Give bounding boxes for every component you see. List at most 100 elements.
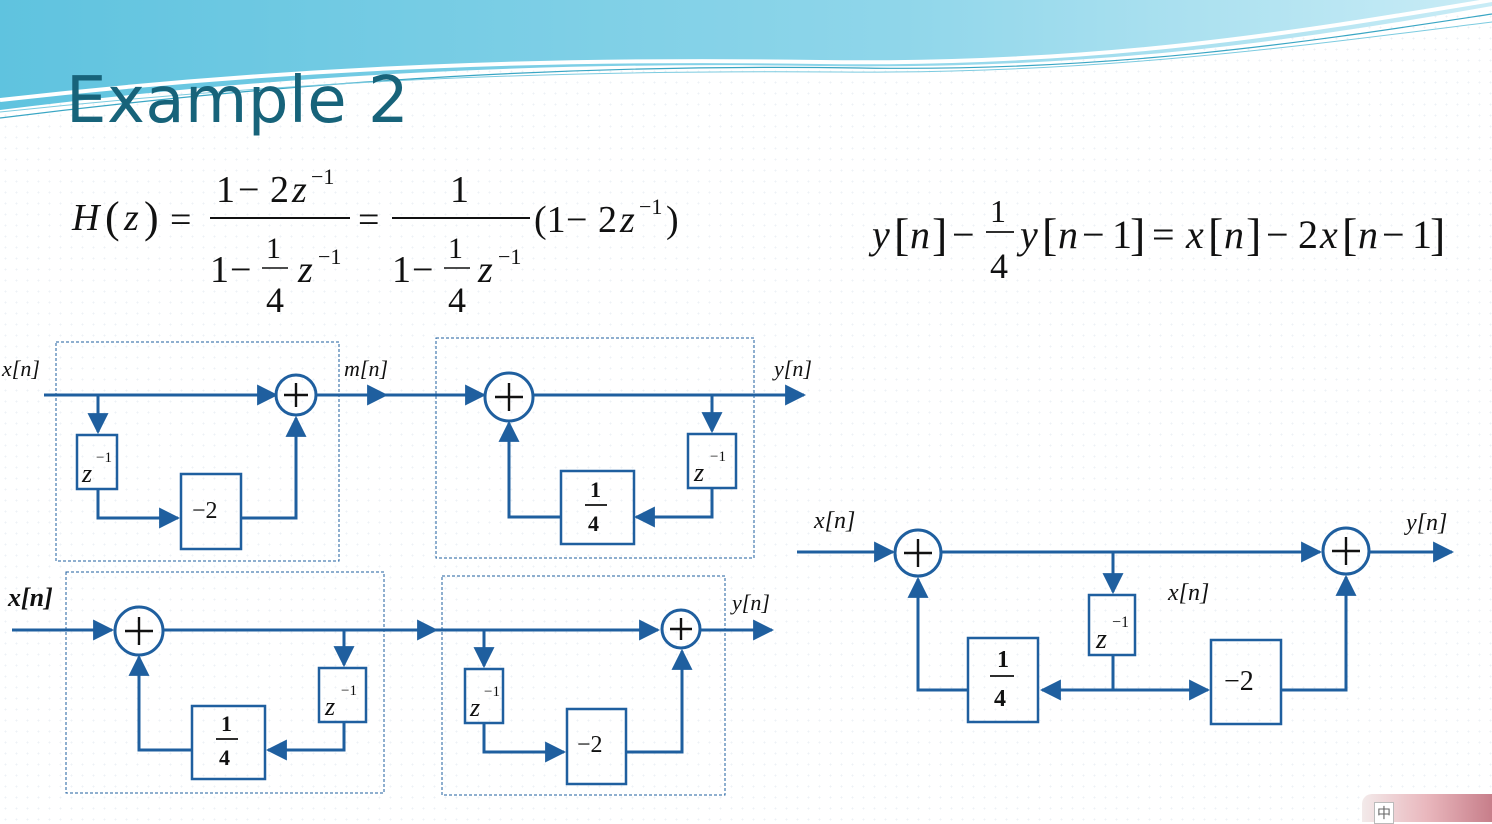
svg-text:−1: −1 xyxy=(318,244,341,269)
gain-label-minus2: −2 xyxy=(1224,666,1254,697)
svg-text:n: n xyxy=(1358,212,1378,257)
svg-text:[: [ xyxy=(1208,209,1223,260)
equations-layer: H ( z ) = 1−2 z−1 1− 1 4 z−1 = 1 1− 1 4 … xyxy=(71,164,1445,320)
svg-text:−1: −1 xyxy=(311,164,334,189)
delay-label: z xyxy=(1095,624,1107,655)
svg-text:−1: −1 xyxy=(639,194,662,219)
svg-text:n: n xyxy=(1058,212,1078,257)
svg-text:1: 1 xyxy=(450,169,469,211)
svg-text:1: 1 xyxy=(1112,212,1132,257)
svg-text:x: x xyxy=(1185,212,1204,257)
gain-label-num: 1 xyxy=(221,711,232,736)
signal-label-x-mid: x[n] xyxy=(1167,580,1209,606)
signal-label-y: y[n] xyxy=(730,590,770,615)
adder-node xyxy=(274,373,318,417)
svg-text:(: ( xyxy=(105,193,120,242)
svg-text:4: 4 xyxy=(448,280,466,320)
svg-text:]: ] xyxy=(1430,209,1445,260)
wave-banner xyxy=(0,0,1492,119)
adder-node xyxy=(1321,526,1371,576)
gain-label-minus2: −2 xyxy=(577,732,603,758)
slide-title: Example 2 xyxy=(66,64,410,138)
svg-text:z: z xyxy=(123,197,139,239)
svg-text:−: − xyxy=(1266,212,1289,257)
signal-label-y: y[n] xyxy=(1404,510,1447,536)
svg-text:−: − xyxy=(1082,212,1105,257)
gain-label-num: 1 xyxy=(590,477,601,502)
svg-text:[: [ xyxy=(1342,209,1357,260)
adder-node xyxy=(660,608,702,650)
delay-exponent: −1 xyxy=(484,684,500,700)
gain-block-minus2 xyxy=(179,472,243,551)
svg-text:−: − xyxy=(1382,212,1405,257)
svg-text:4: 4 xyxy=(990,246,1008,286)
svg-text:1: 1 xyxy=(210,249,229,291)
svg-text:]: ] xyxy=(932,209,947,260)
svg-text:): ) xyxy=(144,193,159,242)
signal-label-x: x[n] xyxy=(1,356,40,381)
svg-text:−: − xyxy=(230,249,251,291)
svg-text:=: = xyxy=(358,199,379,241)
svg-text:z: z xyxy=(291,169,307,211)
svg-text:y: y xyxy=(1016,212,1038,257)
svg-text:2: 2 xyxy=(598,199,617,241)
delay-exponent: −1 xyxy=(341,683,357,699)
adder-plus-signs xyxy=(125,383,1360,645)
difference-equation: y [n] − 1 4 y [n −1] = x [n] −2 x [n −1] xyxy=(868,193,1445,286)
adder-node xyxy=(893,528,943,578)
signal-label-m: m[n] xyxy=(344,356,388,381)
svg-text:4: 4 xyxy=(266,280,284,320)
gain-label-minus2: −2 xyxy=(192,498,218,524)
ime-widget[interactable]: 中 xyxy=(1362,794,1492,824)
gain-block-quarter xyxy=(190,704,267,781)
svg-text:1: 1 xyxy=(266,232,281,265)
diagram-direct-form-1 xyxy=(44,337,807,562)
svg-text:x: x xyxy=(1319,212,1338,257)
signal-label-x: x[n] xyxy=(813,508,855,534)
svg-text:[: [ xyxy=(1042,209,1057,260)
gain-label-den: 4 xyxy=(994,686,1006,712)
svg-text:z: z xyxy=(477,249,493,291)
svg-text:z: z xyxy=(619,199,635,241)
ime-label: 中 xyxy=(1374,802,1394,824)
signal-label-x: x[n] xyxy=(7,583,53,612)
delay-label: z xyxy=(469,693,480,722)
gain-block-quarter xyxy=(559,469,636,546)
gain-block-quarter xyxy=(966,636,1040,724)
delay-label: z xyxy=(693,458,704,487)
svg-text:1: 1 xyxy=(448,232,463,265)
svg-text:y: y xyxy=(868,212,890,257)
svg-text:): ) xyxy=(666,199,679,241)
svg-text:n: n xyxy=(1224,212,1244,257)
svg-text:−: − xyxy=(952,212,975,257)
svg-text:−: − xyxy=(238,169,259,211)
signal-label-y: y[n] xyxy=(772,356,812,381)
svg-text:H: H xyxy=(71,197,102,239)
svg-text:]: ] xyxy=(1246,209,1261,260)
svg-text:=: = xyxy=(1152,212,1175,257)
gain-block-minus2 xyxy=(1209,638,1283,726)
gain-block-minus2 xyxy=(565,707,628,786)
delay-exponent: −1 xyxy=(96,450,112,466)
svg-text:(1: (1 xyxy=(534,199,566,241)
svg-text:2: 2 xyxy=(270,169,289,211)
diagram-direct-form-2 xyxy=(797,526,1455,726)
svg-text:=: = xyxy=(170,199,191,241)
delay-exponent: −1 xyxy=(1112,614,1129,631)
svg-text:1: 1 xyxy=(990,193,1006,229)
svg-text:1: 1 xyxy=(216,169,235,211)
delay-label: z xyxy=(81,459,92,488)
svg-text:1: 1 xyxy=(392,249,411,291)
gain-label-den: 4 xyxy=(588,511,599,536)
svg-text:1: 1 xyxy=(1412,212,1432,257)
svg-text:−: − xyxy=(566,199,587,241)
transfer-function: H ( z ) = 1−2 z−1 1− 1 4 z−1 = 1 1− 1 4 … xyxy=(71,164,679,320)
delay-exponent: −1 xyxy=(710,449,726,465)
svg-text:z: z xyxy=(297,249,313,291)
diagram-direct-form-1-swapped xyxy=(12,571,775,796)
svg-text:−1: −1 xyxy=(498,244,521,269)
gain-label-den: 4 xyxy=(219,745,230,770)
gain-label-num: 1 xyxy=(997,647,1009,673)
